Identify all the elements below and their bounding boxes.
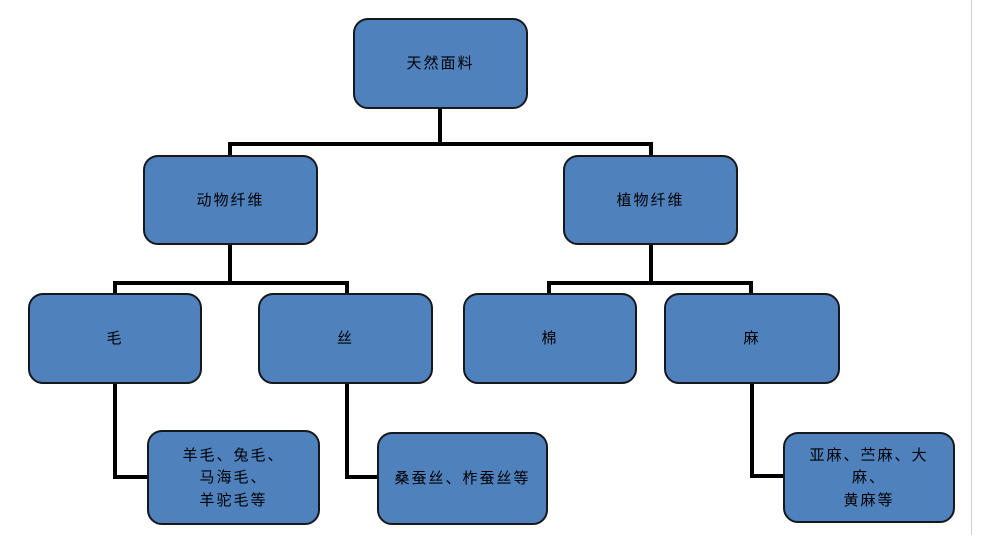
connector-hemp-elbow-horizontal: [750, 474, 785, 478]
node-hemp-examples-label: 亚麻、苎麻、大麻、 黄麻等: [809, 445, 929, 509]
connector-root-down: [438, 108, 442, 146]
connector-silk-elbow-vertical: [345, 384, 349, 479]
connector-plant-down: [649, 245, 653, 285]
node-natural-fabric[interactable]: 天然面料: [353, 18, 528, 109]
node-silk[interactable]: 丝: [258, 293, 433, 384]
node-silk-examples-label: 桑蚕丝、柞蚕丝等: [394, 469, 531, 488]
connector-animal-down: [228, 245, 232, 285]
node-wool-examples-label: 羊毛、兔毛、 马海毛、 羊驼毛等: [182, 445, 285, 509]
node-plant-fiber[interactable]: 植物纤维: [563, 155, 738, 245]
page-boundary-line: [971, 0, 972, 535]
node-wool-label: 毛: [106, 329, 124, 348]
connector-level1-rail: [228, 142, 653, 146]
node-wool-examples[interactable]: 羊毛、兔毛、 马海毛、 羊驼毛等: [147, 430, 320, 525]
connector-wool-stub: [113, 281, 117, 294]
connector-animal-stub: [228, 142, 232, 156]
node-hemp-label: 麻: [743, 329, 761, 348]
node-animal-fiber-label: 动物纤维: [196, 190, 265, 209]
connector-cotton-stub: [547, 281, 551, 294]
node-hemp-examples[interactable]: 亚麻、苎麻、大麻、 黄麻等: [783, 432, 955, 523]
node-silk-examples[interactable]: 桑蚕丝、柞蚕丝等: [377, 432, 548, 525]
node-cotton-label: 棉: [541, 329, 559, 348]
node-cotton[interactable]: 棉: [463, 293, 637, 384]
connector-hemp-elbow-vertical: [750, 384, 754, 478]
connector-plant-rail: [547, 281, 753, 285]
node-silk-label: 丝: [336, 329, 354, 348]
connector-wool-elbow-horizontal: [113, 475, 149, 479]
node-plant-fiber-label: 植物纤维: [616, 190, 685, 209]
node-hemp[interactable]: 麻: [664, 293, 840, 384]
connector-silk-stub: [345, 281, 349, 294]
node-animal-fiber[interactable]: 动物纤维: [143, 155, 318, 245]
connector-wool-elbow-vertical: [113, 384, 117, 479]
node-wool[interactable]: 毛: [28, 293, 202, 384]
connector-hemp-stub: [749, 281, 753, 294]
connector-plant-stub: [649, 142, 653, 156]
node-natural-fabric-label: 天然面料: [406, 54, 475, 73]
connector-animal-rail: [113, 281, 349, 285]
connector-silk-elbow-horizontal: [345, 475, 379, 479]
